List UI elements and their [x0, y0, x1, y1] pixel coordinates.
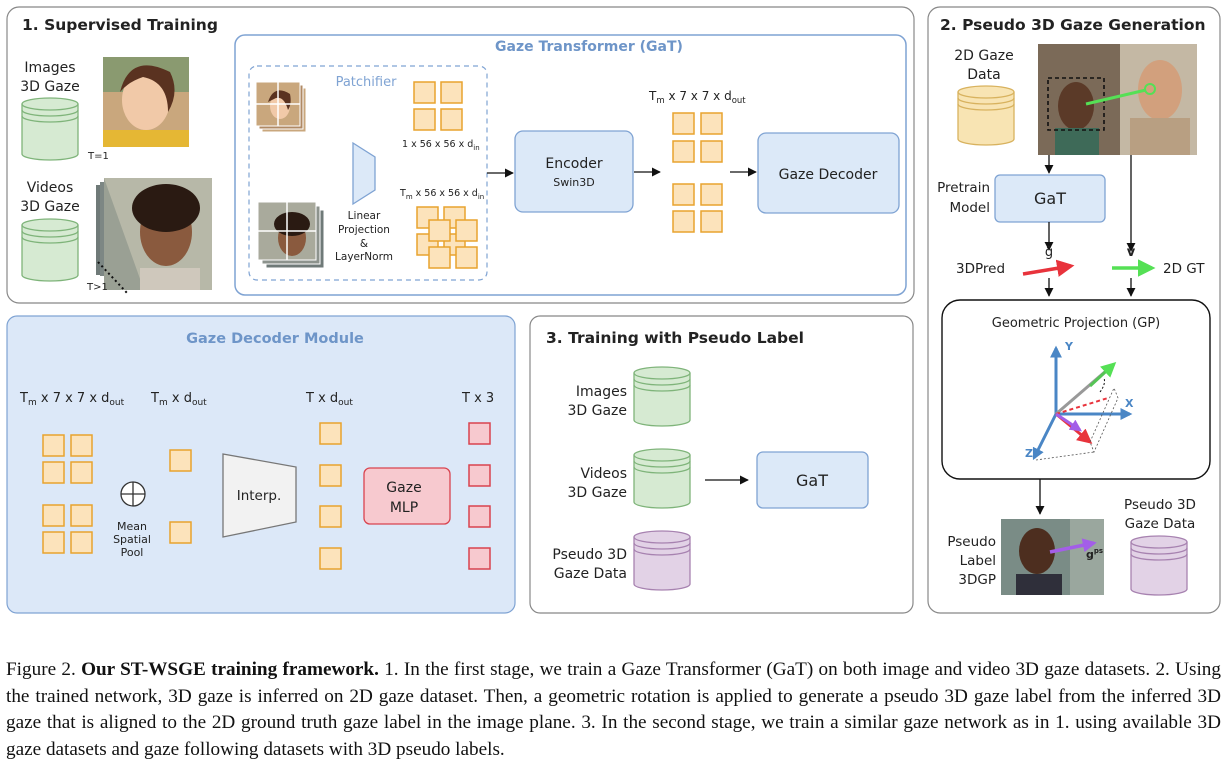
pseudo-label-2: Label — [960, 553, 996, 569]
p3-images-database-icon — [633, 366, 691, 427]
gaze-mlp-label-2: MLP — [390, 500, 418, 516]
gaze-decoder-label: Gaze Decoder — [779, 167, 878, 183]
p3-gat-block — [756, 451, 869, 509]
videos-3dgaze-label: 3D Gaze — [20, 199, 80, 215]
videos-label: Videos — [27, 180, 74, 196]
gat-title: Gaze Transformer (GaT) — [495, 39, 683, 55]
axis-x-label: X — [1125, 397, 1134, 410]
p3-videos-label: Videos — [580, 466, 627, 482]
panel2-title: 2. Pseudo 3D Gaze Generation — [940, 16, 1206, 34]
p2-gat-block — [994, 174, 1106, 223]
panel1-title: 1. Supervised Training — [22, 16, 218, 34]
patchifier-label: Patchifier — [336, 75, 398, 90]
2dgt-label: 2D GT — [1163, 261, 1205, 277]
pseudo3d-database-icon — [1130, 535, 1188, 596]
axis-z-label: Z — [1025, 447, 1033, 460]
encoder-block — [514, 130, 634, 213]
images-label: Images — [24, 60, 75, 76]
linear-label: Linear — [348, 210, 381, 222]
decoder-module-title: Gaze Decoder Module — [186, 331, 364, 347]
3dpred-label: 3DPred — [956, 261, 1005, 277]
ampersand-label: & — [360, 238, 368, 250]
images-3dgaze-label: 3D Gaze — [20, 79, 80, 95]
pseudo3d-label: Pseudo 3D — [1124, 497, 1196, 513]
interp-label: Interp. — [237, 488, 282, 504]
model-label: Model — [949, 200, 990, 216]
face-image-photo — [103, 57, 189, 147]
p3-videos-3dgaze-label: 3D Gaze — [567, 485, 627, 501]
caption-prefix: Figure 2. — [6, 659, 82, 680]
panel-supervised-training: 1. Supervised Training Images 3D Gaze T=… — [6, 6, 915, 304]
linear-projection-block — [352, 141, 376, 206]
p3-pseudo-gaze-data-label: Gaze Data — [554, 566, 627, 582]
framework-diagram: 1. Supervised Training Images 3D Gaze T=… — [6, 6, 1221, 614]
decoder-pooled-dim: Tm x dout — [150, 391, 207, 408]
gaze-mlp-block — [363, 467, 451, 525]
decoder-interp-dim: T x dout — [305, 391, 353, 408]
pseudo-label-1: Pseudo — [947, 534, 996, 550]
2d-gaze-label: 2D Gaze — [954, 48, 1014, 64]
image-token-dim: 1 x 56 x 56 x din — [402, 139, 480, 152]
2d-gaze-scene-photo — [1038, 44, 1197, 155]
g-ps-symbol: gps — [1086, 547, 1103, 561]
t-equals-1: T=1 — [87, 151, 109, 162]
p3-videos-database-icon — [633, 448, 691, 509]
gaze-mlp-label-1: Gaze — [386, 480, 421, 496]
geometric-projection-box — [941, 299, 1211, 480]
video-frames-photo — [96, 178, 212, 290]
patch-image-thumbnail — [255, 81, 307, 133]
pred-arrow-icon — [1022, 259, 1075, 277]
g-hat-symbol: ĝ — [1045, 245, 1053, 260]
encoder-output-dim: Tm x 7 x 7 x dout — [648, 89, 746, 106]
videos-database-icon — [21, 218, 79, 282]
pool-label: Pool — [121, 546, 144, 559]
p3-images-label: Images — [576, 384, 627, 400]
mean-spatial-pool-icon — [120, 481, 146, 507]
figure-caption: Figure 2. Our ST-WSGE training framework… — [6, 657, 1221, 763]
caption-bold-title: Our ST-WSGE training framework. — [81, 659, 379, 680]
mean-label: Mean — [117, 520, 147, 533]
axis-y-label: Y — [1064, 340, 1074, 353]
p3-images-3dgaze-label: 3D Gaze — [567, 403, 627, 419]
images-database-icon — [21, 97, 79, 161]
panel-gaze-decoder-module: Gaze Decoder Module Tm x 7 x 7 x dout Tm… — [6, 315, 516, 614]
panel3-title: 3. Training with Pseudo Label — [546, 329, 804, 347]
interp-block — [222, 453, 297, 538]
video-token-dim: Tm x 56 x 56 x din — [399, 188, 484, 201]
pseudo-label-photo — [1001, 519, 1104, 595]
2d-gaze-data-label: Data — [967, 67, 1000, 83]
v-symbol: v — [1127, 245, 1136, 260]
encoder-label: Encoder — [545, 156, 602, 172]
p2-gat-label: GaT — [1034, 189, 1066, 208]
caption-body: 1. In the first stage, we train a Gaze T… — [6, 659, 1221, 760]
spatial-label: Spatial — [113, 533, 151, 546]
projection-label: Projection — [338, 224, 390, 236]
t-greater-1: T>1 — [86, 282, 108, 293]
pseudo-label-3dgp: 3DGP — [958, 572, 996, 588]
patch-video-thumbnail — [257, 201, 325, 269]
gp-title: Geometric Projection (GP) — [992, 316, 1161, 331]
encoder-sub-label: Swin3D — [553, 176, 594, 189]
decoder-input-dim: Tm x 7 x 7 x dout — [19, 391, 125, 408]
panel-pseudo-3d-gaze-generation: 2. Pseudo 3D Gaze Generation 2D Gaze Dat… — [927, 6, 1221, 614]
pseudo3d-gaze-data-label: Gaze Data — [1125, 516, 1196, 532]
video-frames-dotted-stack — [97, 261, 129, 295]
pretrain-label: Pretrain — [937, 180, 990, 196]
panel-training-pseudo-label: 3. Training with Pseudo Label Images 3D … — [529, 315, 914, 614]
p3-pseudo-database-icon — [633, 530, 691, 591]
layernorm-label: LayerNorm — [335, 251, 393, 263]
p3-pseudo-label: Pseudo 3D — [552, 547, 627, 563]
2d-gaze-database-icon — [957, 85, 1015, 146]
decoder-output-dim: T x 3 — [461, 391, 494, 406]
p3-gat-label: GaT — [796, 471, 828, 490]
gaze-decoder-block — [757, 132, 900, 214]
3d-axes-diagram — [1032, 345, 1133, 461]
